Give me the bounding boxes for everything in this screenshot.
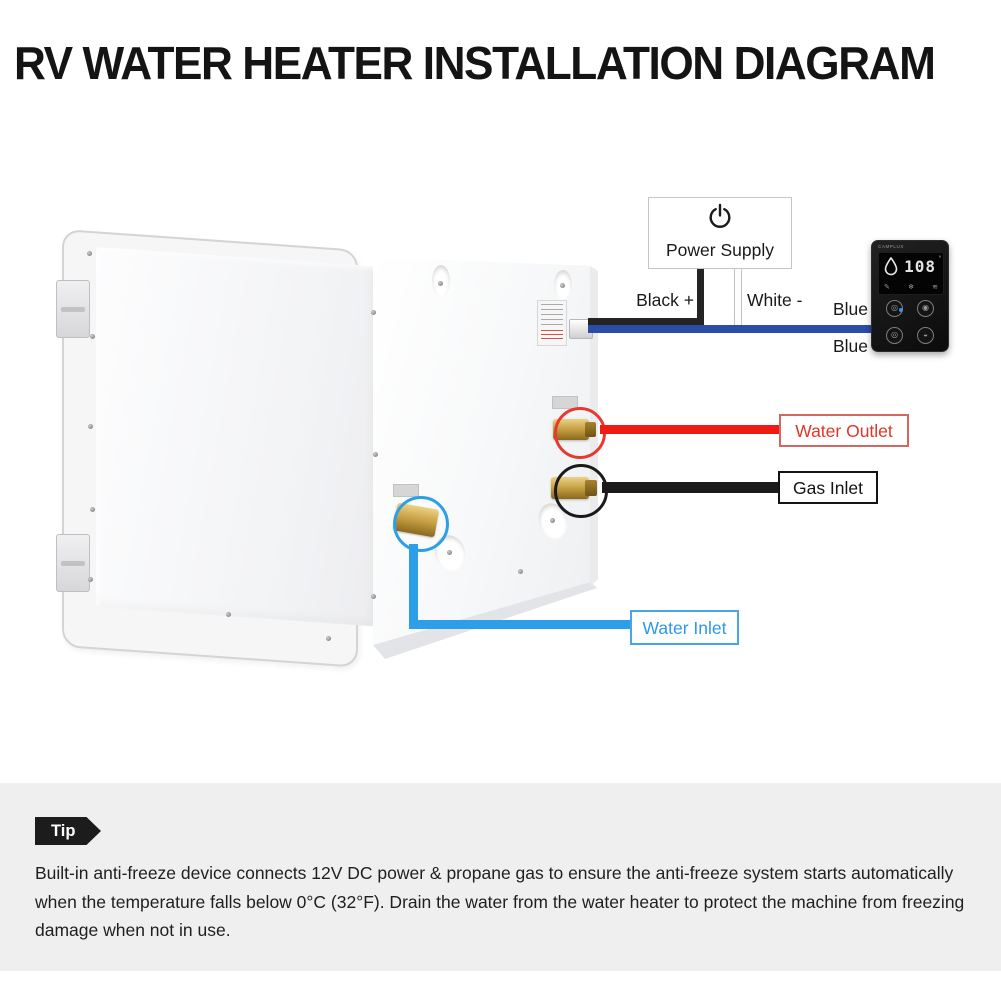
- brush-icon: ✎: [884, 284, 890, 291]
- gas-inlet-wire: [602, 482, 778, 493]
- gas-inlet-ring: [554, 464, 608, 518]
- screw: [438, 281, 443, 286]
- page-title: RV WATER HEATER INSTALLATION DIAGRAM: [14, 37, 936, 89]
- power-icon: [709, 203, 731, 228]
- degree-mark: °: [938, 256, 941, 262]
- water-inlet-wire-horizontal: [409, 620, 631, 629]
- screw: [226, 612, 231, 617]
- panel-button-top-right: ◉: [917, 300, 934, 317]
- wire-label-black-plus: Black +: [636, 290, 694, 310]
- panel-brand-text: CAMPLUX: [878, 244, 904, 249]
- screw: [88, 424, 93, 429]
- spec-sticker: [537, 300, 567, 346]
- screw: [550, 518, 555, 523]
- water-outlet-label-box: Water Outlet: [779, 414, 909, 447]
- screw: [447, 550, 452, 555]
- wire-label-blue-bottom: Blue: [833, 336, 869, 356]
- screw: [326, 636, 331, 641]
- wire-label-blue-top: Blue: [833, 299, 869, 319]
- panel-display: 108 ° ✎ ❄ ≋: [878, 252, 944, 295]
- gas-inlet-label: Gas Inlet: [792, 478, 864, 498]
- screw: [371, 310, 376, 315]
- tip-section: Tip Built-in anti-freeze device connects…: [0, 783, 1001, 971]
- tip-text: Built-in anti-freeze device connects 12V…: [35, 863, 965, 940]
- inlet-sticker: [393, 484, 419, 497]
- gas-inlet-label-box: Gas Inlet: [778, 471, 878, 504]
- screw: [560, 283, 565, 288]
- black-wire-vertical: [697, 266, 704, 320]
- wire-label-white-minus: White -: [747, 290, 803, 310]
- tip-badge: Tip: [35, 817, 101, 845]
- black-wire-horizontal: [588, 318, 704, 325]
- screw: [373, 452, 378, 457]
- water-drop-icon: [884, 257, 898, 276]
- water-inlet-label-box: Water Inlet: [630, 610, 739, 645]
- outlet-sticker: [552, 396, 578, 409]
- blower-icon: ≋: [932, 284, 938, 291]
- snowflake-icon: ❄: [908, 284, 914, 291]
- heater-door-panel: [96, 247, 376, 627]
- door-hinge-bottom: [56, 534, 90, 592]
- screw: [87, 251, 92, 256]
- water-inlet-wire-vertical: [409, 544, 418, 627]
- white-wire-vertical: [734, 266, 742, 326]
- panel-button-bottom-left: ◎: [886, 327, 903, 344]
- blue-wire-horizontal: [588, 325, 872, 333]
- power-supply-label: Power Supply: [666, 240, 774, 260]
- panel-button-bottom-right: ◒: [917, 327, 934, 344]
- temperature-display: 108: [904, 257, 936, 276]
- screw: [371, 594, 376, 599]
- water-outlet-label: Water Outlet: [795, 421, 893, 441]
- screw: [90, 334, 95, 339]
- water-inlet-ring: [393, 496, 449, 552]
- panel-indicator-dot: [899, 308, 903, 312]
- power-supply-box: Power Supply: [648, 197, 792, 269]
- control-panel: CAMPLUX 108 ° ✎ ❄ ≋ ◎ ◉ ◎ ◒: [871, 240, 949, 352]
- water-inlet-label: Water Inlet: [642, 618, 727, 638]
- screw: [88, 577, 93, 582]
- screw: [90, 507, 95, 512]
- screw: [518, 569, 523, 574]
- water-outlet-wire: [600, 425, 779, 434]
- water-outlet-ring: [554, 407, 606, 459]
- panel-button-grid: ◎ ◉ ◎ ◒: [879, 299, 941, 345]
- door-hinge-top: [56, 280, 90, 338]
